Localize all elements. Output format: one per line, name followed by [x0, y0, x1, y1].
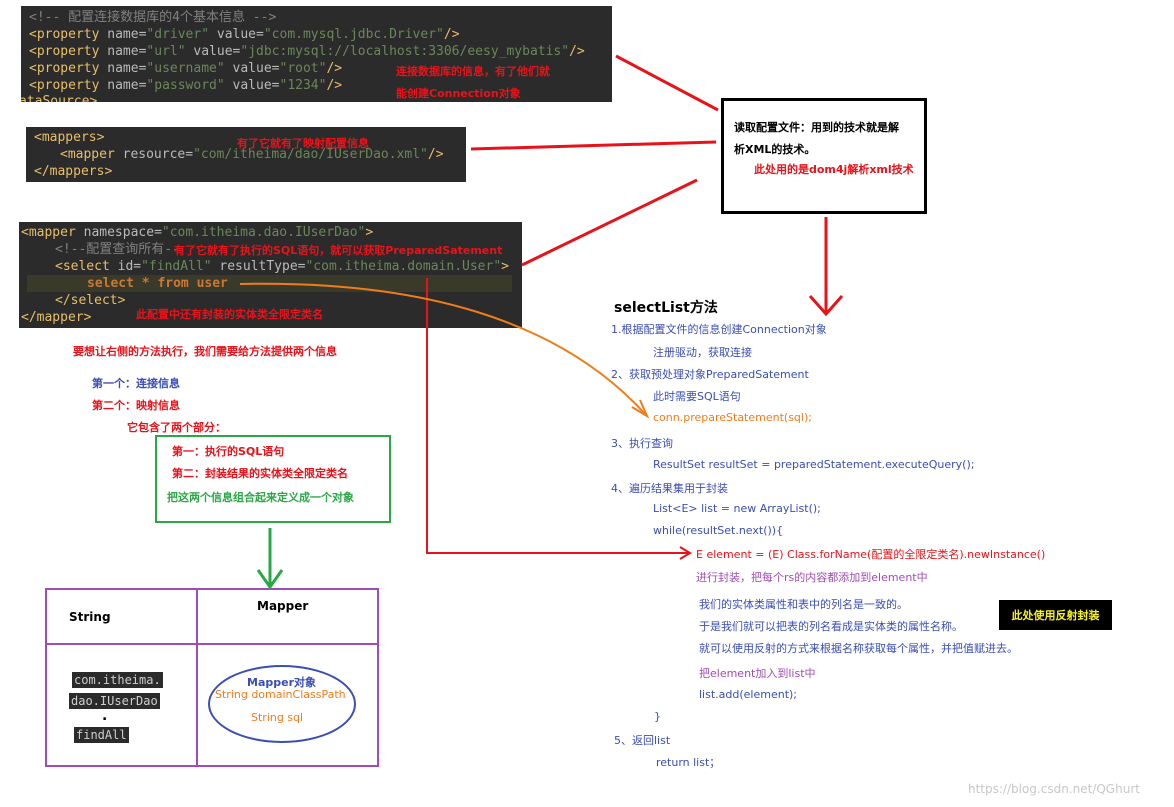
code-block-mappers: <mappers> <mapper resource="com/itheima/…: [26, 127, 466, 182]
code-select-open: <select id="findAll" resultType="com.ith…: [55, 259, 509, 274]
method-step-4b: while(resultSet.next()){: [653, 524, 784, 537]
method-title: selectList方法: [614, 300, 718, 316]
note-second: 第二个：映射信息: [92, 399, 180, 412]
code-line-username: <property name="username" value="root"/>: [29, 61, 343, 76]
key-part-1: com.itheima.: [72, 672, 163, 688]
arrow-resulttype-head: [679, 546, 692, 560]
method-step-2b: conn.prepareStatement(sql);: [653, 411, 812, 424]
read-box-line3: 此处用的是dom4j解析xml技术: [754, 163, 914, 176]
mapper-object-ellipse: [208, 665, 356, 743]
note-first: 第一个：连接信息: [92, 377, 180, 390]
code-tail: ataSource>: [21, 94, 98, 102]
watermark: https://blog.csdn.net/QGhurt: [968, 782, 1140, 796]
key-part-3: .: [102, 708, 108, 724]
reflect-note: 此处使用反射封装: [999, 600, 1112, 630]
annotation-conn-info-1: 连接数据库的信息，有了他们就: [396, 65, 550, 78]
read-box-line1: 读取配置文件：用到的技术就是解: [734, 121, 899, 134]
arrow-green-down-head: [256, 569, 284, 590]
mapper-map-table: String Mapper com.itheima. dao.IUserDao …: [45, 588, 379, 767]
code-block-datasource: <!-- 配置连接数据库的4个基本信息 --> <property name="…: [21, 6, 612, 102]
annotation-entity-info: 此配置中还有封装的实体类全限定类名: [136, 308, 323, 321]
method-step-3a: ResultSet resultSet = preparedStatement.…: [653, 458, 975, 471]
method-step-4e: 我们的实体类属性和表中的列名是一致的。: [699, 598, 908, 611]
code-mapper-close: </mapper>: [21, 310, 92, 325]
method-step-4f: 于是我们就可以把表的列名看成是实体类的属性名称。: [699, 620, 963, 633]
green-box-line2: 第二：封装结果的实体类全限定类名: [172, 467, 348, 480]
method-step-3: 3、执行查询: [611, 437, 673, 450]
arrow-resulttype-to-element: [426, 278, 688, 554]
method-step-1: 1.根据配置文件的信息创建Connection对象: [611, 323, 827, 336]
method-step-2: 2、获取预处理对象PreparedSatement: [611, 368, 809, 381]
method-step-5: 5、返回list: [614, 734, 671, 747]
key-part-4: findAll: [74, 727, 129, 743]
arrow-sql-to-prepare: [239, 282, 646, 415]
method-step-4c: E element = (E) Class.forName(配置的全限定类名).…: [696, 548, 1046, 561]
method-step-4a: List<E> list = new ArrayList();: [653, 502, 821, 515]
arrow-box-to-method-head: [808, 295, 844, 317]
method-step-4h: 把element加入到list中: [699, 667, 816, 680]
code-mapper-resource: <mapper resource="com/itheima/dao/IUserD…: [60, 147, 444, 162]
code-line-url: <property name="url" value="jdbc:mysql:/…: [29, 44, 585, 59]
method-step-4i: list.add(element);: [699, 688, 798, 701]
arrow-datasource-to-box: [615, 54, 719, 112]
read-box-line2: 析XML的技术。: [734, 143, 816, 156]
key-part-2: dao.IUserDao: [69, 693, 160, 709]
code-select-comment: <!--配置查询所有--: [55, 242, 180, 257]
arrow-mappers-to-box: [470, 140, 717, 151]
arrow-sql-head: [631, 399, 650, 419]
ellipse-sql: String sql: [251, 711, 304, 724]
method-step-4g: 就可以使用反射的方式来根据名称获取每个属性，并把值赋进去。: [699, 642, 1018, 655]
code-line-driver: <property name="driver" value="com.mysql…: [29, 27, 460, 42]
method-step-2a: 此时需要SQL语句: [653, 390, 741, 403]
code-line-password: <property name="password" value="1234"/>: [29, 78, 343, 93]
code-select-close: </select>: [55, 293, 126, 308]
code-comment: <!-- 配置连接数据库的4个基本信息 -->: [29, 10, 277, 25]
method-step-4j: }: [654, 710, 661, 723]
green-box-line1: 第一：执行的SQL语句: [172, 445, 285, 458]
table-col-mapper: Mapper: [257, 599, 309, 613]
method-step-1a: 注册驱动，获取连接: [653, 346, 752, 359]
code-mappers-open: <mappers>: [34, 130, 105, 145]
annotation-conn-info-2: 能创建Connection对象: [396, 87, 521, 100]
code-mappers-close: </mappers>: [34, 164, 113, 179]
arrow-mapper-to-box: [521, 178, 698, 267]
read-config-box: 读取配置文件：用到的技术就是解 析XML的技术。 此处用的是dom4j解析xml…: [721, 98, 927, 214]
note-contains: 它包含了两个部分：: [127, 421, 226, 434]
method-step-5a: return list；: [656, 756, 721, 769]
green-info-box: 第一：执行的SQL语句 第二：封装结果的实体类全限定类名 把这两个信息组合起来定…: [155, 435, 391, 523]
method-step-4d: 进行封装，把每个rs的内容都添加到element中: [696, 571, 928, 584]
green-box-line3: 把这两个信息组合起来定义成一个对象: [167, 491, 354, 504]
annotation-mapper-info: 有了它就有了映射配置信息: [237, 137, 369, 150]
ellipse-title: Mapper对象: [247, 676, 317, 689]
code-mapper-namespace: <mapper namespace="com.itheima.dao.IUser…: [21, 225, 374, 240]
annotation-sql-info: 有了它就有了执行的SQL语句，就可以获取PreparedSatement: [174, 244, 503, 257]
method-step-4: 4、遍历结果集用于封装: [611, 482, 728, 495]
table-col-string: String: [69, 610, 111, 624]
ellipse-domain-class-path: String domainClassPath: [215, 688, 346, 701]
note-need-two: 要想让右侧的方法执行，我们需要给方法提供两个信息: [73, 345, 337, 358]
